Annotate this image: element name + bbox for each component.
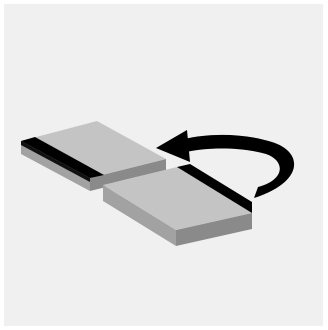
rotate-tile-illustration (4, 4, 323, 326)
illustration-canvas (4, 4, 323, 326)
